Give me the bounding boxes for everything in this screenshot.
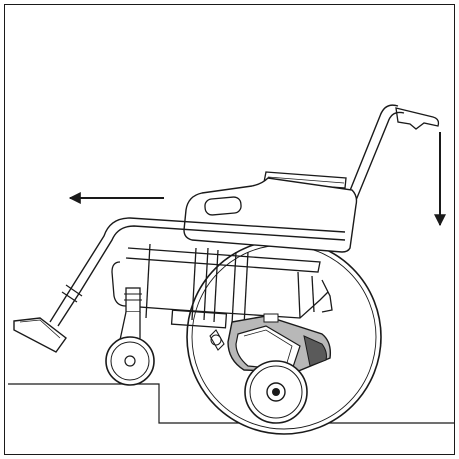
climbing-unit-wheel bbox=[244, 360, 308, 424]
front-caster bbox=[105, 287, 155, 386]
armrest bbox=[263, 171, 347, 189]
figure-border bbox=[4, 4, 455, 455]
push-handle bbox=[342, 104, 440, 211]
release-lever bbox=[209, 329, 225, 351]
front-frame bbox=[49, 217, 346, 327]
climbing-unit-housing bbox=[227, 313, 332, 373]
footrest bbox=[13, 317, 67, 353]
side-panel bbox=[183, 177, 358, 253]
chassis bbox=[111, 243, 333, 329]
